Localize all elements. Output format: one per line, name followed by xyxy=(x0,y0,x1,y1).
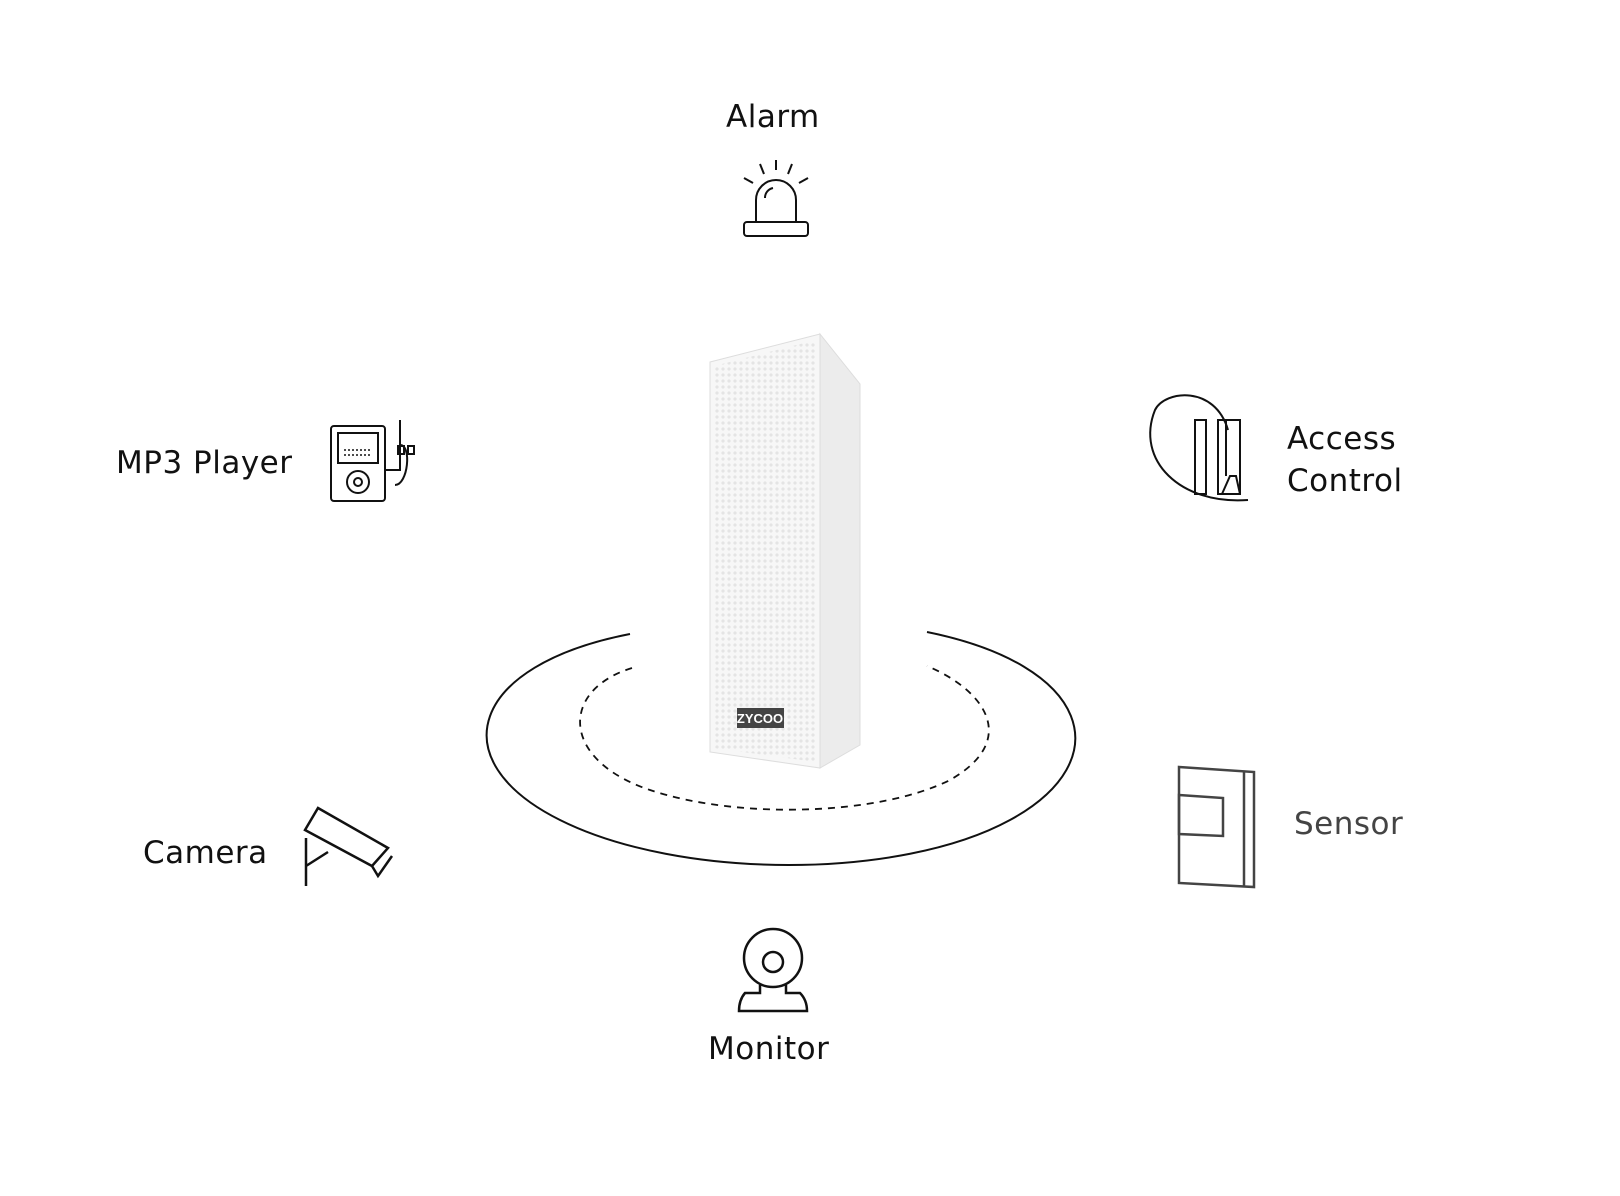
monitor-icon xyxy=(737,927,809,1013)
speaker-image: ZYCOO xyxy=(709,332,861,769)
monitor-label: Monitor xyxy=(708,1031,830,1067)
access-control-icon xyxy=(1149,394,1249,502)
outer-ring xyxy=(485,631,1077,866)
sensor-icon xyxy=(1177,765,1256,889)
mp3-player-label: MP3 Player xyxy=(116,445,293,481)
alarm-label: Alarm xyxy=(726,99,820,135)
camera-label: Camera xyxy=(143,835,268,871)
access-control-label-line2: Control xyxy=(1287,463,1403,499)
svg-text:ZYCOO: ZYCOO xyxy=(737,711,783,726)
inner-ring xyxy=(579,665,990,811)
mp3-player-icon xyxy=(330,420,415,502)
access-control-label-line1: Access xyxy=(1287,421,1397,457)
camera-icon xyxy=(303,806,394,886)
sensor-label: Sensor xyxy=(1294,806,1404,842)
alarm-icon xyxy=(743,160,809,237)
